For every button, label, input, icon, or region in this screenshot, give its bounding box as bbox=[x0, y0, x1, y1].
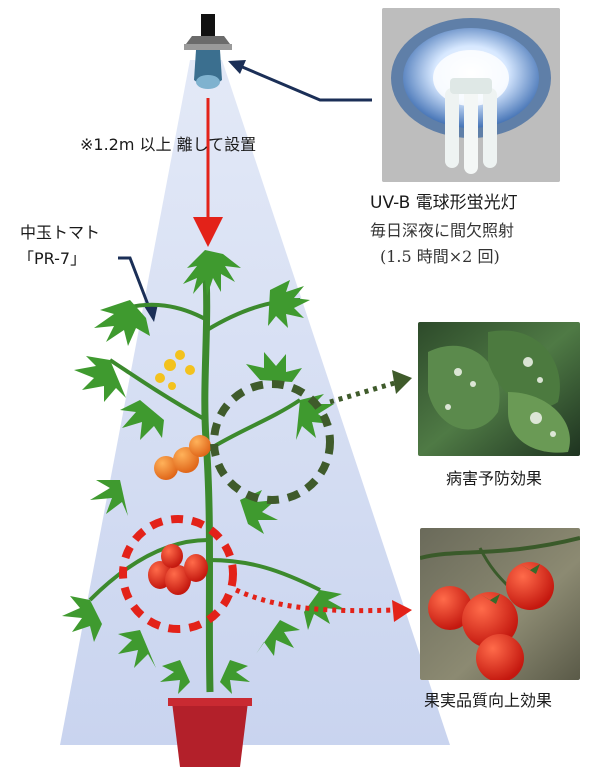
uvb-lamp-bulb-icon bbox=[382, 8, 560, 182]
distance-note: ※1.2m 以上 離して設置 bbox=[80, 135, 257, 154]
tomato-name-line1: 中玉トマト bbox=[20, 223, 101, 242]
lamp-pointer-arrow bbox=[228, 60, 372, 102]
fruit-quality-label: 果実品質向上効果 bbox=[424, 691, 553, 710]
tomato-name-line2: 「PR-7」 bbox=[18, 249, 87, 268]
tomato-plant-illustration bbox=[62, 250, 346, 694]
lamp-schedule-line2: (1.5 時間×2 回) bbox=[380, 247, 500, 266]
tomato-pointer-arrow bbox=[118, 256, 158, 322]
leaf-photo-image bbox=[418, 322, 580, 456]
uvb-lamp-photo bbox=[382, 8, 560, 182]
fruit-quality-photo bbox=[420, 528, 580, 680]
uvb-lamp-fixture-icon bbox=[184, 14, 232, 89]
flower-pot bbox=[172, 702, 248, 767]
disease-pointer-arrow bbox=[329, 370, 412, 405]
fruit-pointer-arrow bbox=[234, 587, 412, 622]
lamp-schedule-line1: 毎日深夜に間欠照射 bbox=[370, 221, 515, 240]
leaf-disease-photo bbox=[418, 322, 580, 456]
fruit-photo-image bbox=[420, 528, 580, 680]
lamp-title: UV-B 電球形蛍光灯 bbox=[370, 193, 518, 213]
disease-prevention-label: 病害予防効果 bbox=[446, 469, 543, 488]
fruit-area-circle bbox=[119, 515, 237, 633]
disease-area-circle bbox=[210, 380, 334, 504]
